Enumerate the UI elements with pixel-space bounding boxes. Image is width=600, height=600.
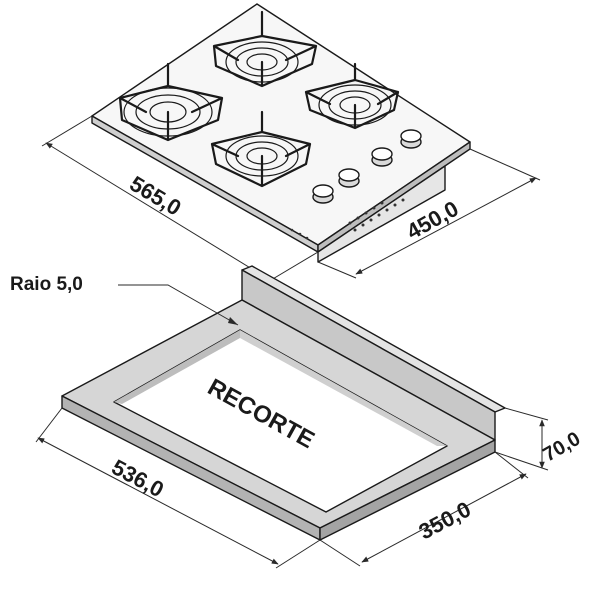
knob-icon: [400, 129, 422, 149]
radius-callout: Raio 5,0: [10, 274, 239, 326]
burner-right: [304, 62, 400, 130]
wall-height-label: 70,0: [540, 428, 585, 467]
dimension-wall-height: 70,0: [494, 407, 585, 471]
cutout-inner-edge-right: [240, 330, 447, 446]
grate-icon: [304, 62, 400, 130]
grate-icon: [212, 10, 318, 88]
grate-icon: [118, 62, 224, 142]
cutout-inner-edge: [114, 330, 240, 404]
cooktop-width-label: 565,0: [125, 171, 185, 221]
radius-label: Raio 5,0: [10, 274, 83, 295]
knob-icon: [371, 147, 393, 167]
cutout-width-label: 536,0: [108, 454, 168, 502]
cutout-depth-label: 350,0: [415, 496, 475, 544]
burner-top: [212, 10, 318, 88]
countertop: RECORTE: [61, 265, 506, 541]
knob-icon: [338, 168, 360, 188]
control-knobs: [312, 129, 422, 204]
knob-icon: [312, 184, 334, 204]
burner-left: [118, 62, 224, 142]
